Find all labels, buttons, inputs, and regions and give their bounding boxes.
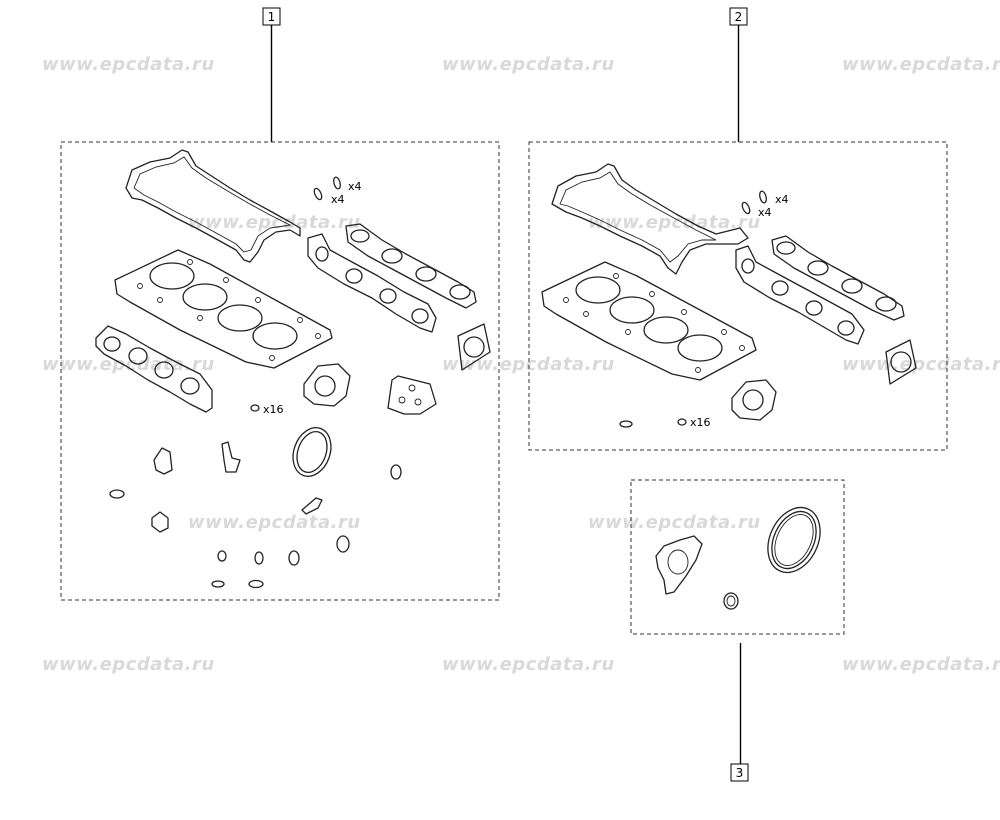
quantity-label: x4 [348,180,362,193]
watermark-text: www.epcdata.ru [442,354,615,375]
thermostat-gasket [221,441,241,473]
kit-2-frame [528,141,948,451]
watermark-text: www.epcdata.ru [42,354,215,375]
quantity-label: x4 [775,193,789,206]
quantity-label: x4 [758,206,772,219]
flange-gasket [457,323,491,371]
bolt-seal [250,404,260,412]
o-ring [723,592,739,610]
flange-gasket [885,339,917,385]
quantity-label: x16 [690,416,711,429]
cylinder-head-gasket [114,249,333,369]
o-ring [109,489,125,499]
intake-port-gasket [345,223,477,309]
valve-stem-seal [333,176,341,190]
crankshaft-oil-seal [292,427,332,477]
callout-number: 3 [736,766,744,780]
watermark-text: www.epcdata.ru [442,54,615,75]
valve-stem-seal [759,190,767,204]
callout-number: 1 [268,10,276,24]
valve-stem-seal [313,187,323,201]
o-ring [288,550,300,566]
exhaust-manifold-gasket [95,325,213,413]
valve-cover-gasket [551,163,749,275]
callout-box [730,763,749,782]
watermark-text: www.epcdata.ru [42,54,215,75]
o-ring [390,464,402,480]
intake-port-gasket [771,235,905,321]
o-ring [254,551,264,565]
water-pump-gasket [655,535,703,595]
watermark-text: www.epcdata.ru [842,654,1000,675]
callout-2[interactable]: 2 [729,7,748,142]
valve-stem-seal [741,201,751,215]
rear-crankshaft-oil-seal [767,506,821,574]
kit-3-parts [655,506,821,610]
watermark-layer: www.epcdata.ru www.epcdata.ru www.epcdat… [42,54,1000,675]
rubber-grommet [151,511,169,533]
callout-3[interactable]: 3 [730,643,749,782]
o-ring [211,580,225,588]
egr-gasket [303,363,351,407]
watermark-text: www.epcdata.ru [442,654,615,675]
cylinder-head-gasket [541,261,757,381]
valve-cover-gasket [125,149,301,263]
o-ring [248,579,264,589]
water-outlet-gasket [153,447,173,475]
kit-1-frame [60,141,500,601]
intake-manifold-gasket [307,233,437,333]
callout-number: 2 [735,10,743,24]
watermark-text: www.epcdata.ru [188,512,361,533]
quantity-label: x16 [263,403,284,416]
kit-1-parts: x4 x4 [95,149,491,589]
watermark-text: www.epcdata.ru [188,212,361,233]
kit-3-frame [630,479,845,635]
callout-1[interactable]: 1 [262,7,281,142]
sensor-gasket [301,497,323,515]
watermark-text: www.epcdata.ru [42,654,215,675]
o-ring [217,550,227,562]
watermark-text: www.epcdata.ru [842,54,1000,75]
bolt-seal [677,418,687,426]
watermark-text: www.epcdata.ru [588,512,761,533]
egr-gasket [731,379,777,421]
cover-plate-gasket [387,375,437,415]
watermark-text: www.epcdata.ru [588,212,761,233]
intake-manifold-gasket [735,245,865,345]
kit-2-parts: x4 x4 [541,163,917,429]
quantity-label: x4 [331,193,345,206]
o-ring [619,420,633,428]
o-ring [336,535,350,553]
watermark-text: www.epcdata.ru [842,354,1000,375]
